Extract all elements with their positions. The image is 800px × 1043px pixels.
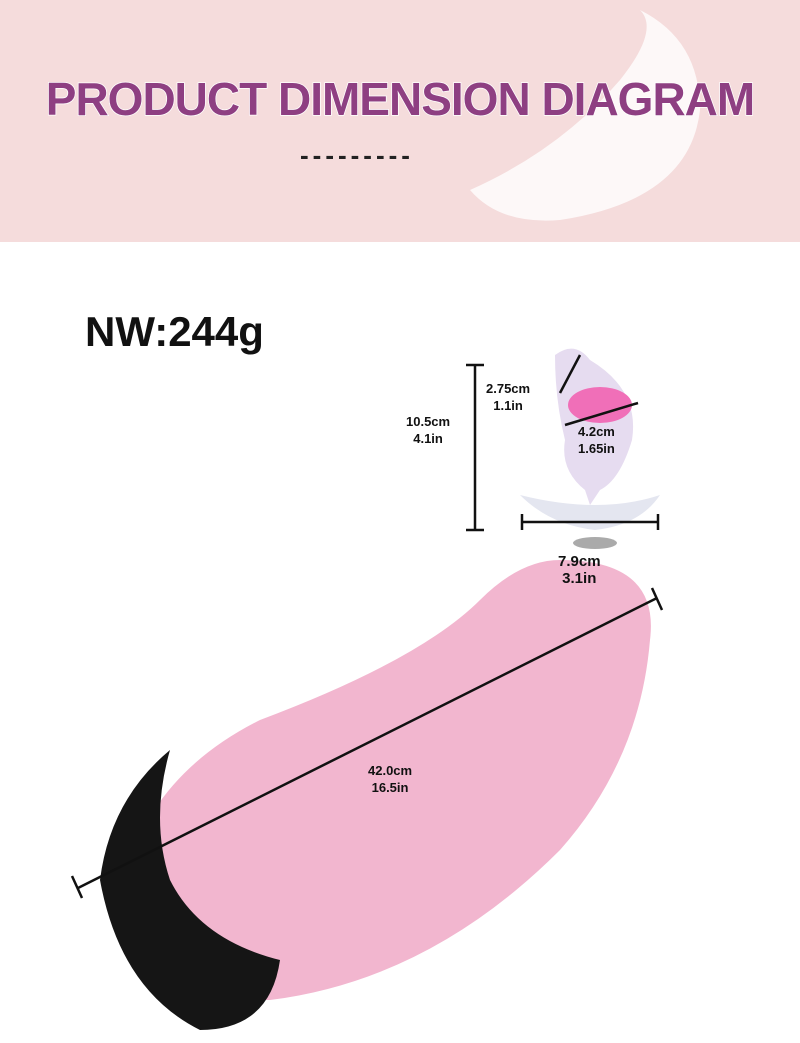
- tip-dimension-label: 2.75cm 1.1in: [486, 380, 530, 414]
- net-weight: NW:244g: [85, 308, 264, 355]
- height-cm: 10.5cm: [406, 414, 451, 429]
- tail-length-label: 42.0cm 16.5in: [368, 762, 412, 796]
- metal-ring: [573, 537, 617, 549]
- tail-in: 16.5in: [371, 780, 409, 795]
- width-in: 1.65in: [578, 441, 615, 456]
- plug-body: [555, 348, 634, 505]
- decorative-fox-icon: [470, 10, 700, 221]
- tip-in: 1.1in: [493, 398, 523, 413]
- tail-cm: 42.0cm: [368, 763, 413, 778]
- plug-pink-core: [568, 387, 632, 423]
- title-divider: ---------: [300, 140, 414, 170]
- height-in: 4.1in: [413, 431, 443, 446]
- tip-cm: 2.75cm: [486, 381, 531, 396]
- base-cm: 7.9cm: [558, 553, 601, 570]
- base-in: 3.1in: [562, 570, 597, 587]
- page-title: PRODUCT DIMENSION DIAGRAM: [45, 72, 756, 126]
- tail-fur: [120, 560, 651, 1000]
- width-cm: 4.2cm: [578, 424, 615, 439]
- height-dimension-label: 10.5cm 4.1in: [406, 413, 450, 447]
- tail-tip-fur: [100, 750, 280, 1030]
- width-dimension-label: 4.2cm 1.65in: [578, 423, 615, 457]
